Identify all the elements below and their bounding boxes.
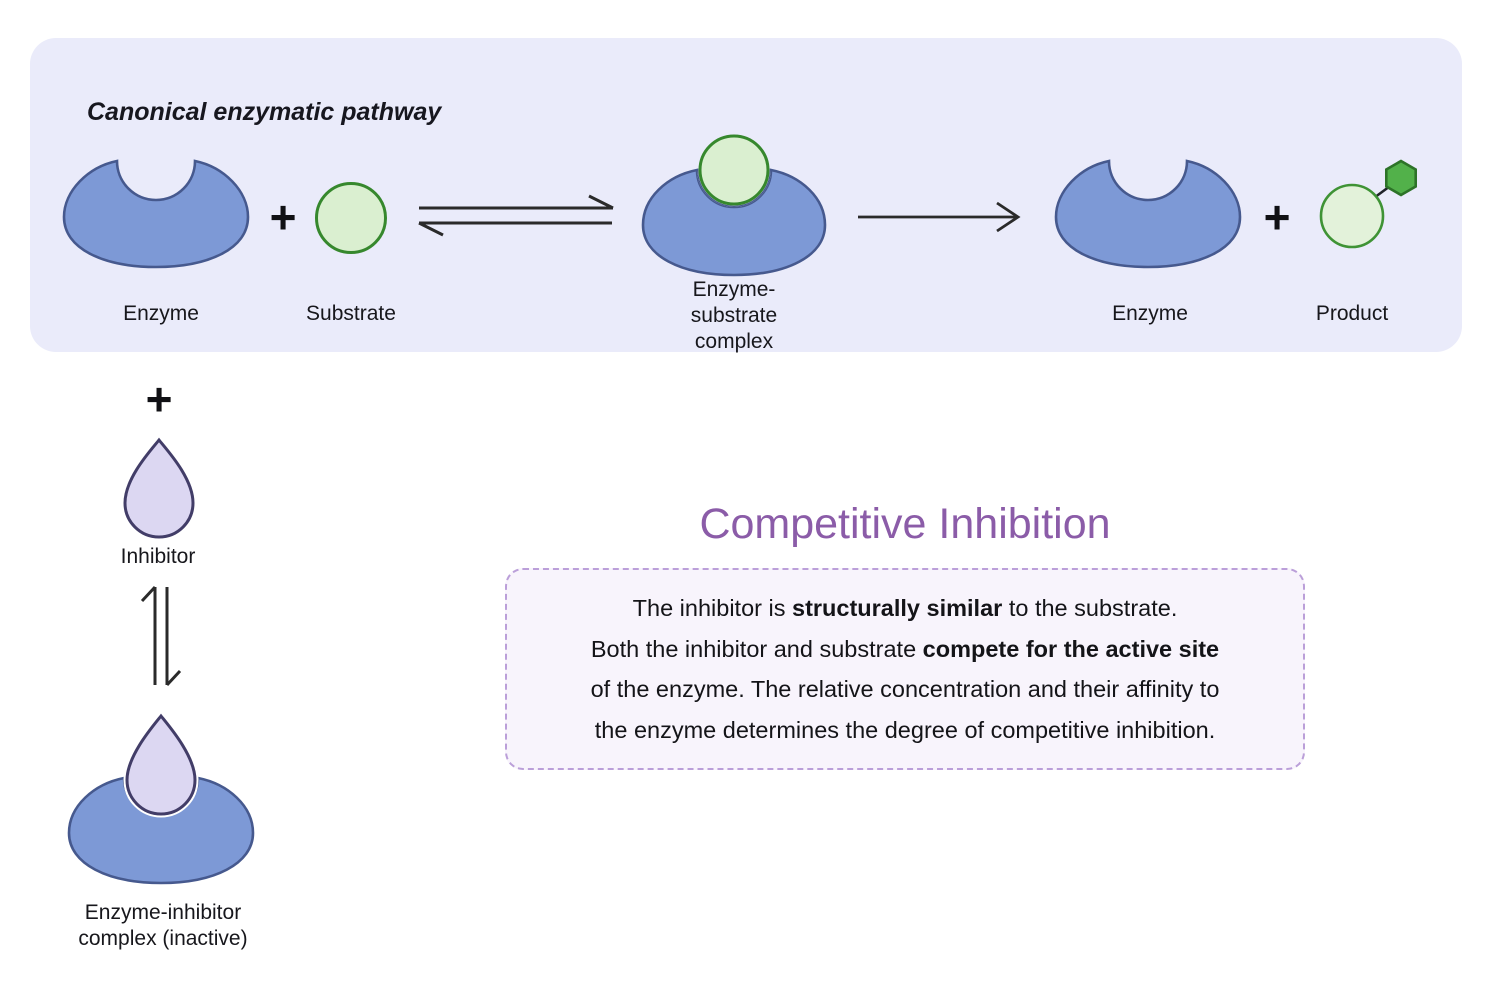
panel-title: Canonical enzymatic pathway bbox=[87, 98, 442, 126]
enzyme-label: Enzyme bbox=[123, 302, 199, 325]
vertical-equilibrium-arrows-icon bbox=[140, 585, 182, 687]
product-icon bbox=[1319, 159, 1417, 249]
info-box: The inhibitor is structurally similar to… bbox=[505, 568, 1305, 770]
substrate-label: Substrate bbox=[306, 302, 396, 325]
equilibrium-arrows-icon bbox=[418, 194, 614, 237]
enzyme-inhibitor-complex-icon bbox=[67, 710, 255, 885]
inhibitor-icon bbox=[123, 437, 195, 539]
plus-sign: + bbox=[269, 191, 297, 243]
plus-sign: + bbox=[1263, 191, 1291, 243]
inhibitor-label: Inhibitor bbox=[120, 545, 196, 568]
substrate-icon bbox=[315, 182, 387, 254]
plus-sign: + bbox=[145, 373, 173, 425]
forward-arrow-icon bbox=[858, 201, 1021, 233]
diagram-title: Competitive Inhibition bbox=[699, 500, 1111, 548]
canonical-pathway-panel: Canonical enzymatic pathway + bbox=[30, 38, 1462, 353]
enzyme-substrate-complex-icon bbox=[641, 134, 827, 277]
info-box-text: The inhibitor is structurally similar to… bbox=[590, 595, 1220, 743]
enzyme-icon bbox=[1054, 159, 1242, 269]
enzyme-icon bbox=[62, 159, 250, 269]
product-label: Product bbox=[1315, 302, 1389, 325]
enzyme-label: Enzyme bbox=[1112, 302, 1188, 325]
